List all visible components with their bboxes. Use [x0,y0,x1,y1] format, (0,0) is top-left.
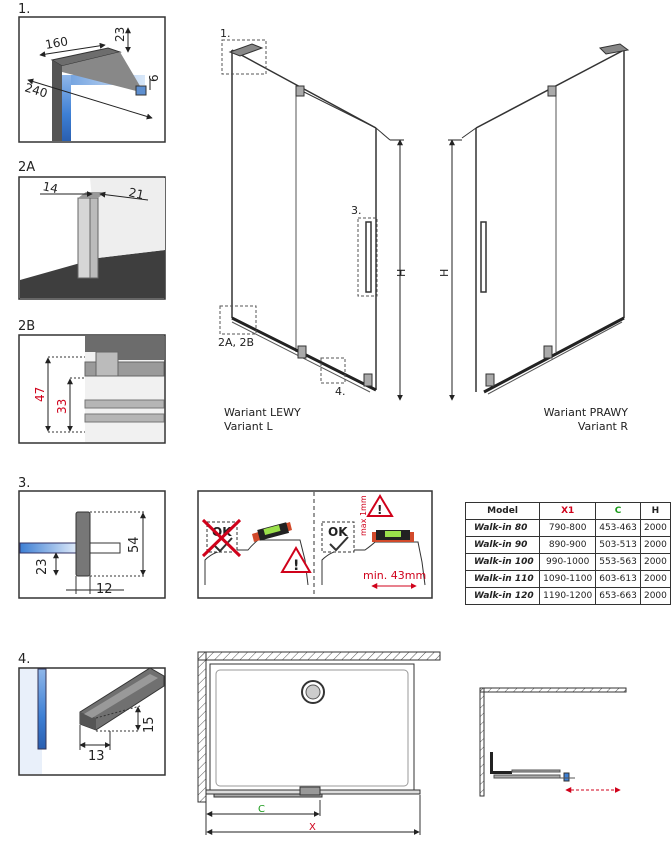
detail-1-panel: 160 23 240 6 [18,16,166,143]
callout-3: 3. [351,204,362,217]
table-row: Walk-in 80 790-800 453-463 2000 [464,519,671,537]
plan-view: C X [197,651,441,835]
variant-left-pl: Wariant LEWY [224,406,301,419]
enclosure-right-variant: H Wariant PRAWY Variant R [438,43,630,433]
section-label-4: 4. [18,652,30,667]
section-label-2b: 2B [18,319,35,334]
callout-4: 4. [335,385,346,398]
dim-33: 33 [55,399,69,414]
detail-2b-panel: 47 33 [18,334,166,444]
profile-mini-diagram [479,687,627,797]
dim-21: 21 [127,185,145,202]
table-row: Walk-in 100 990-1000 553-563 2000 [464,553,671,571]
variant-right-pl: Wariant PRAWY [544,406,629,419]
detail-4-panel: 15 13 [18,667,166,776]
level-check-panel: OK ! OK ! max 1mm min. 43mm [197,490,433,599]
height-left: H [395,269,408,277]
callout-2a-2b: 2A, 2B [218,336,254,349]
table-row: Walk-in 120 1190-1200 653-663 2000 [464,587,671,605]
callout-1: 1. [220,27,231,40]
dim-c: C [258,804,265,815]
col-c: C [595,502,641,520]
dim-240: 240 [23,80,49,100]
dim-14: 14 [41,179,59,196]
table-row: Walk-in 110 1090-1100 603-613 2000 [464,570,671,588]
enclosure-left-variant: H 1. 3. 2A, 2B 4. Wariant LEWY Variant L [218,27,408,433]
col-h: H [639,502,671,520]
dim-47: 47 [33,387,47,402]
variant-right-en: Variant R [578,420,629,433]
dim-6: 6 [147,74,161,82]
section-label-1: 1. [18,2,30,17]
dim-12: 12 [96,582,113,597]
dim-23: 23 [113,27,127,42]
col-model: Model [464,502,541,520]
dim-23-handle: 23 [35,558,50,575]
section-label-2a: 2A [18,160,35,175]
ok-good: OK [328,525,348,539]
dim-15: 15 [142,716,157,733]
dim-54: 54 [127,536,142,553]
table-header-row: Model X1 C H [464,502,671,520]
detail-2a-panel: 14 21 [18,176,166,300]
variant-left-en: Variant L [224,420,274,433]
dim-x: X [309,822,316,833]
spec-table: Model X1 C H Walk-in 80 790-800 453-463 … [464,502,671,605]
svg-text:!: ! [377,503,382,517]
dim-13: 13 [88,749,105,764]
height-right: H [438,269,451,277]
table-row: Walk-in 90 890-900 503-513 2000 [464,536,671,554]
col-x1: X1 [539,502,597,520]
dim-160: 160 [44,34,69,52]
svg-text:!: ! [293,558,299,574]
section-label-3: 3. [18,476,30,491]
level-min: min. 43mm [363,569,426,582]
detail-3-panel: 54 23 12 [18,490,166,599]
level-max: max 1mm [359,495,368,536]
